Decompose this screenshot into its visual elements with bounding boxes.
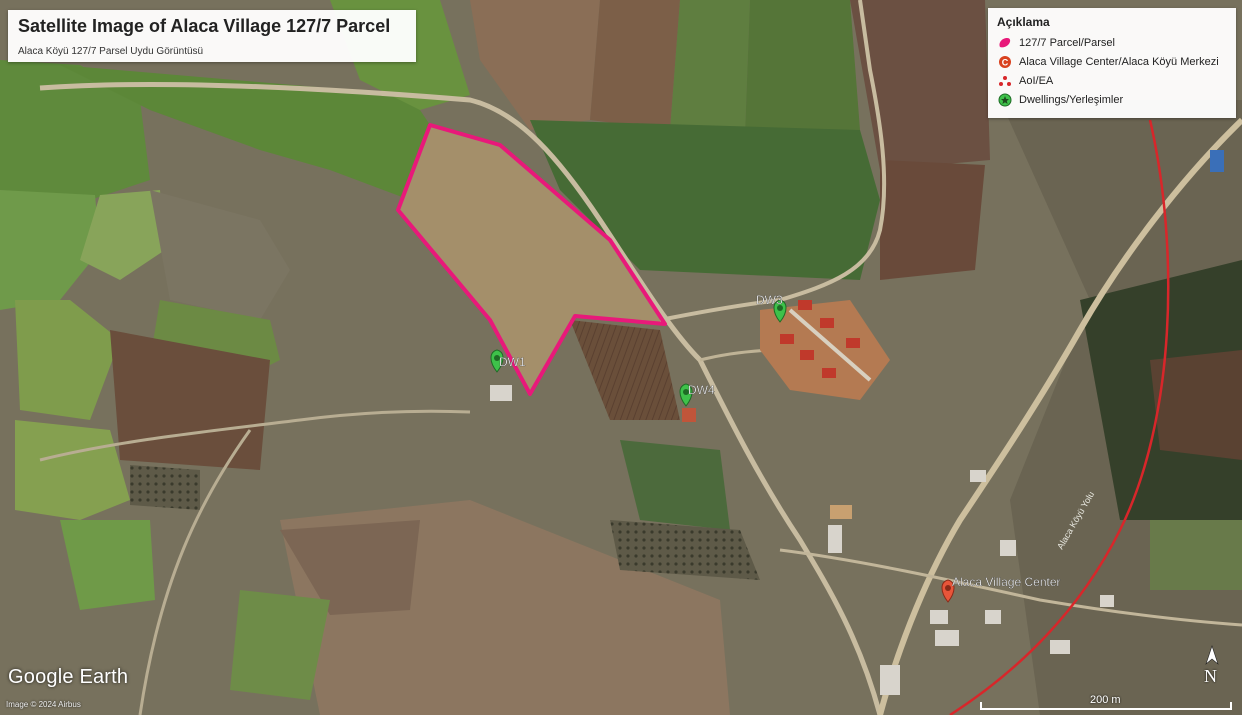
dwelling-star-icon (494, 355, 500, 361)
field-green (15, 420, 130, 520)
parcel-polygon-icon (997, 35, 1013, 51)
field-fallow (150, 190, 290, 320)
legend-label: AoI/EA (1019, 75, 1054, 87)
house (780, 334, 794, 344)
legend-label: 127/7 Parcel/Parsel (1019, 37, 1115, 49)
marker-label: Alaca Village Center (952, 575, 1061, 589)
road (877, 117, 1242, 715)
scale-tick (1230, 702, 1232, 710)
field-plowed (570, 320, 680, 420)
road (788, 308, 872, 382)
house (798, 300, 812, 310)
legend: Açıklama 127/7 Parcel/Parsel C Alaca Vil… (988, 8, 1236, 118)
field-green (60, 65, 440, 200)
building (490, 385, 512, 401)
scale-line (980, 708, 1232, 710)
building (828, 525, 842, 553)
road (138, 429, 252, 715)
settlement-block (760, 300, 890, 400)
map-title: Satellite Image of Alaca Village 127/7 P… (18, 16, 391, 36)
aoi-boundary (949, 119, 1170, 715)
field-plowed (110, 330, 270, 470)
field-plowed (590, 0, 680, 130)
svg-text:C: C (1002, 58, 1009, 68)
field-green (0, 60, 150, 200)
marker-label: DW3 (756, 293, 783, 307)
field-plowed (1150, 350, 1242, 460)
field-green (15, 300, 120, 420)
scale-label: 200 m (1090, 694, 1121, 706)
field-green (60, 520, 155, 610)
map-subtitle: Alaca Köyü 127/7 Parsel Uydu Görüntüsü (18, 46, 204, 57)
village-center-icon: C (997, 54, 1013, 70)
parcel-field (398, 125, 665, 394)
dwelling-star-icon (997, 92, 1013, 108)
aoi-dots-icon (997, 73, 1013, 89)
north-label: N (1204, 666, 1217, 686)
parcel-boundary[interactable] (396, 123, 667, 396)
dwelling-marker-dw4[interactable]: DW4 (679, 383, 715, 407)
legend-item-dwellings: Dwellings/Yerleşimler (997, 92, 1123, 108)
imagery-credit: Image © 2024 Airbus (6, 700, 81, 709)
field-green (0, 190, 100, 310)
field-green (1150, 520, 1242, 590)
field-green (530, 120, 880, 280)
scale-tick (980, 702, 982, 710)
google-earth-logo: Google Earth (8, 666, 129, 688)
dwelling-star-icon (777, 305, 783, 311)
building (935, 630, 959, 646)
road (39, 409, 471, 462)
field-green (80, 190, 165, 280)
title-box: Satellite Image of Alaca Village 127/7 P… (8, 10, 416, 62)
dwelling-marker-dw3[interactable]: DW3 (756, 293, 787, 323)
building (1210, 150, 1224, 172)
field-plowed (470, 0, 600, 130)
dwelling-star-icon (683, 389, 689, 395)
building (880, 665, 900, 695)
village-center-icon (945, 585, 951, 591)
road (39, 81, 883, 715)
marker-label: DW1 (499, 355, 526, 369)
house (822, 368, 836, 378)
building (830, 505, 852, 519)
field-plowed (880, 160, 985, 280)
legend-label: Dwellings/Yerleşimler (1019, 94, 1124, 106)
house (846, 338, 860, 348)
building (985, 610, 1001, 624)
village-center-marker[interactable]: Alaca Village Center (941, 575, 1061, 603)
house (800, 350, 814, 360)
building (970, 470, 986, 482)
building (682, 408, 696, 422)
house (820, 318, 834, 328)
scale-bar: 200 m (980, 690, 1232, 712)
field-green (230, 590, 330, 700)
legend-item-aoi: AoI/EA (997, 73, 1053, 89)
building (1050, 640, 1070, 654)
north-arrow-icon (1205, 645, 1219, 665)
building (1100, 595, 1114, 607)
dwelling-marker-dw1[interactable]: DW1 (490, 349, 526, 373)
field-plowed (850, 0, 990, 170)
road (779, 548, 1242, 627)
building (1000, 540, 1016, 556)
field-green (620, 440, 730, 530)
orchard (130, 465, 200, 510)
marker-label: DW4 (688, 383, 715, 397)
north-arrow: N (1200, 644, 1224, 688)
orchard (610, 520, 760, 580)
legend-label: Alaca Village Center/Alaca Köyü Merkezi (1019, 56, 1219, 68)
road (659, 0, 887, 322)
field-green (670, 0, 750, 135)
legend-item-village-center: C Alaca Village Center/Alaca Köyü Merkez… (997, 54, 1219, 70)
legend-item-parcel: 127/7 Parcel/Parsel (997, 35, 1115, 51)
legend-title: Açıklama (997, 15, 1050, 29)
building (930, 610, 948, 624)
field-green (745, 0, 860, 135)
field-fallow (280, 520, 420, 615)
